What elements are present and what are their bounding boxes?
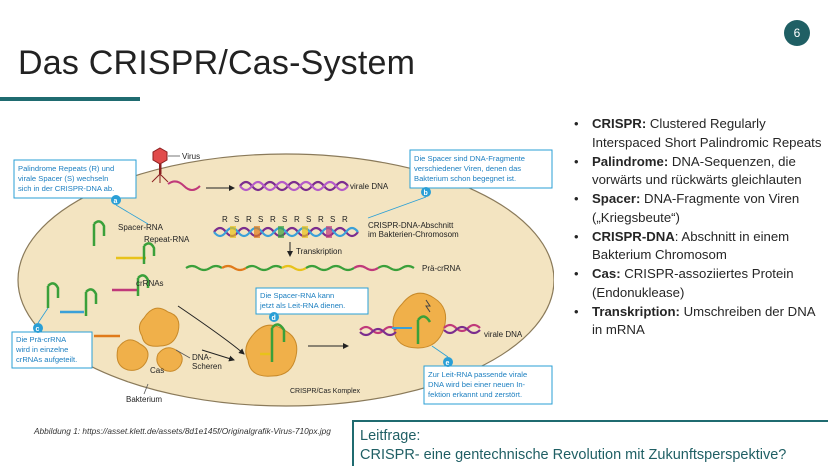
callout-d: Die Spacer-RNA kann jetzt als Leit-RNA d… <box>255 287 369 322</box>
virus-label: Virus <box>182 152 200 161</box>
callout-a-line: Palindrome Repeats (R) und <box>18 164 114 173</box>
callout-e-line: DNA wird bei einer neuen In- <box>428 380 526 389</box>
bullet-term: Cas: <box>592 266 621 281</box>
rs-letter: R <box>270 215 276 224</box>
crrna-hairpins <box>46 220 156 338</box>
callout-c-line: wird in einzelne <box>15 345 68 354</box>
bullet-text: CRISPR-assoziiertes Protein (Endonukleas… <box>592 266 794 300</box>
spacer-rna-label: Spacer-RNA <box>118 223 164 232</box>
viral-dna-strand-entering <box>167 180 201 191</box>
callout-b: Die Spacer sind DNA-Fragmente verschiede… <box>367 149 553 219</box>
rs-letter: S <box>282 215 287 224</box>
leitfrage-box: Leitfrage: CRISPR- eine gentechnische Re… <box>352 420 828 466</box>
callout-e-badge: e <box>446 360 450 367</box>
crispr-diagram-svg: Virus virale DNA R S R S R S R S R S R <box>11 147 554 407</box>
viral-dna-top-label: virale DNA <box>350 182 389 191</box>
bullet-term: CRISPR-DNA <box>592 228 675 244</box>
bullet-text: DNA-Sequenzen, die vorwärts und rückwärt… <box>592 153 802 188</box>
transkription-label: Transkription <box>296 247 342 256</box>
rs-letter: R <box>222 215 228 224</box>
callout-e-line: fektion erkannt und zerstört. <box>428 390 522 399</box>
cas-proteins <box>116 307 183 372</box>
viral-dna-right-label: virale DNA <box>484 330 523 339</box>
rs-letter: S <box>330 215 335 224</box>
list-item: Cas: CRISPR-assoziiertes Protein (Endonu… <box>572 265 824 302</box>
pra-crrna-label: Prä-crRNA <box>422 264 461 273</box>
callout-c: Die Prä-crRNA wird in einzelne crRNAs au… <box>11 307 93 369</box>
callout-c-line: Die Prä-crRNA <box>16 335 67 344</box>
bakterium-label: Bakterium <box>126 395 162 404</box>
bullet-text: DNA-Fragmente von Viren („Kriegsbeute“) <box>592 191 800 225</box>
callout-a-line: virale Spacer (S) wechseln <box>18 174 108 183</box>
list-item: Palindrome: DNA-Sequenzen, die vorwärts … <box>572 153 824 190</box>
pre-crrna-strand <box>185 264 415 272</box>
leitfrage-question: CRISPR- eine gentechnische Revolution mi… <box>360 447 787 463</box>
callout-a-badge: a <box>114 198 118 205</box>
leitfrage-heading: Leitfrage: <box>360 428 421 444</box>
crrnas-label: crRNAs <box>136 279 164 288</box>
slide-title: Das CRISPR/Cas-System <box>18 44 416 82</box>
bullet-text: Umschreiben der DNA in mRNA <box>592 303 815 338</box>
rs-letter: R <box>246 215 252 224</box>
rs-letter: S <box>306 215 311 224</box>
rs-letter: S <box>234 215 239 224</box>
rs-letter: S <box>258 215 263 224</box>
callout-e-line: Zur Leit-RNA passende virale <box>428 370 527 379</box>
callout-b-badge: b <box>424 190 428 197</box>
callout-a-line: sich in der CRISPR-DNA ab. <box>18 184 114 193</box>
callout-b-line: verschiedener Viren, denen das <box>414 164 521 173</box>
callout-b-line: Bakterium schon begegnet ist. <box>414 174 516 183</box>
cas-label: Cas <box>150 366 164 375</box>
definitions-list: CRISPR: Clustered Regularly Interspaced … <box>572 115 824 340</box>
callout-e: Zur Leit-RNA passende virale DNA wird be… <box>423 345 553 405</box>
repeat-rna-label: Repeat-RNA <box>144 235 190 244</box>
dna-scheren-label-2: Scheren <box>192 362 222 371</box>
crispr-cas-complex <box>245 323 298 377</box>
slide-number: 6 <box>793 26 801 40</box>
bullet-term: CRISPR: <box>592 116 647 131</box>
bullet-text: : Abschnitt in einem Bakterium Chromosom <box>592 228 790 263</box>
list-item: CRISPR: Clustered Regularly Interspaced … <box>572 115 824 152</box>
crispr-diagram: Virus virale DNA R S R S R S R S R S R <box>8 140 554 412</box>
bullet-text: Clustered Regularly Interspaced Short Pa… <box>592 116 822 150</box>
complex-binding-viral-dna <box>359 292 481 349</box>
figure-caption: Abbildung 1: https://asset.klett.de/asse… <box>34 426 331 436</box>
bullet-term: Transkription: <box>592 303 680 319</box>
callout-d-badge: d <box>272 315 276 322</box>
slide-number-badge: 6 <box>784 20 810 46</box>
crispr-section-label-2: im Bakterien-Chromosom <box>368 230 459 239</box>
dna-scheren-label-1: DNA- <box>192 353 212 362</box>
list-item: Transkription: Umschreiben der DNA in mR… <box>572 303 824 340</box>
callout-d-line: Die Spacer-RNA kann <box>260 291 334 300</box>
list-item: CRISPR-DNA: Abschnitt in einem Bakterium… <box>572 228 824 265</box>
callout-c-line: crRNAs aufgeteilt. <box>16 355 77 364</box>
list-item: Spacer: DNA-Fragmente von Viren („Kriegs… <box>572 190 824 227</box>
rs-letter: R <box>342 215 348 224</box>
callout-c-badge: c <box>36 326 40 333</box>
rs-letter: R <box>294 215 300 224</box>
callout-d-line: jetzt als Leit-RNA dienen. <box>259 301 345 310</box>
rs-sequence: R S R S R S R S R S R <box>222 215 348 224</box>
callout-b-line: Die Spacer sind DNA-Fragmente <box>414 154 525 163</box>
rs-letter: R <box>318 215 324 224</box>
crispr-dna-helix <box>213 226 359 238</box>
bullet-term: Palindrome: <box>592 153 669 169</box>
callout-a: Palindrome Repeats (R) und virale Spacer… <box>13 159 149 225</box>
bullet-term: Spacer: <box>592 191 641 206</box>
crispr-section-label: CRISPR-DNA-Abschnitt <box>368 221 454 230</box>
complex-label: CRISPR/Cas Komplex <box>290 388 361 395</box>
title-underline <box>0 97 140 101</box>
viral-dna-helix-top <box>239 180 349 192</box>
virus-icon <box>151 147 169 183</box>
